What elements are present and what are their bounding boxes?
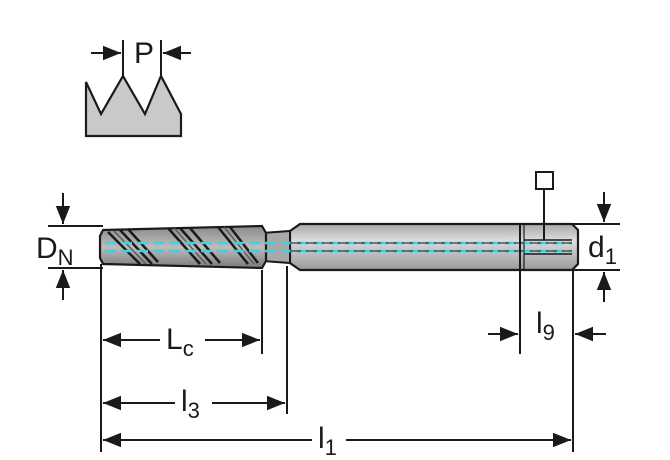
pitch-label: P [134, 37, 154, 70]
extension-lines [100, 264, 574, 452]
tap-body [98, 222, 580, 272]
square-symbol-icon [535, 171, 554, 240]
thread-profile-icon [84, 40, 191, 138]
thread-length-label: l3 [181, 385, 200, 423]
square-length-label: l9 [536, 307, 555, 345]
nominal-diameter-dimension [48, 193, 103, 300]
overall-length-label: l1 [318, 422, 337, 460]
shank-diameter-label: d1 [588, 231, 617, 269]
chamfer-length-label: Lc [166, 323, 194, 361]
nominal-diameter-label: DN [36, 232, 74, 270]
shank-diameter-dimension [572, 192, 620, 302]
